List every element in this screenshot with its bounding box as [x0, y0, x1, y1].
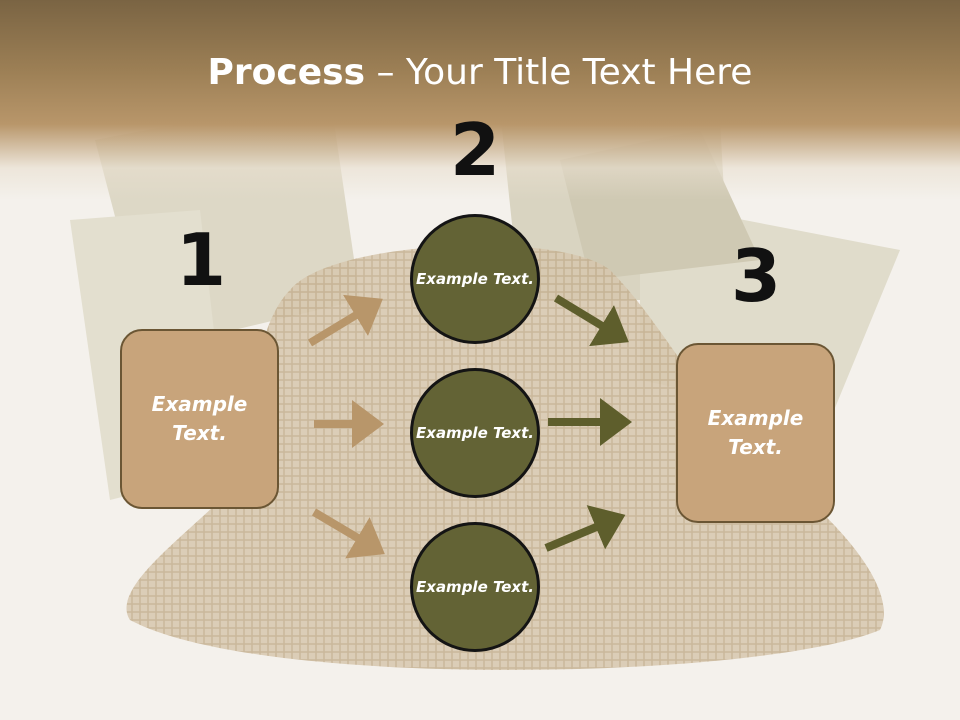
title-regular-part: – Your Title Text Here	[365, 52, 753, 93]
step-number-3: 3	[731, 234, 782, 318]
circle-top-text: Example Text.	[416, 269, 534, 288]
arrow-bottom-to-right	[544, 505, 626, 552]
step-number-2: 2	[450, 108, 501, 192]
circle-middle-text: Example Text.	[416, 423, 534, 442]
arrow-left-to-top	[307, 294, 383, 347]
arrow-left-to-bottom	[311, 508, 385, 559]
title-bold-part: Process	[207, 52, 366, 93]
step-number-1: 1	[176, 218, 227, 302]
circle-step-middle: Example Text.	[410, 368, 540, 498]
right-box-text: Example Text.	[707, 406, 804, 459]
slide-title: Process – Your Title Text Here	[0, 52, 960, 93]
circle-step-bottom: Example Text.	[410, 522, 540, 652]
circle-bottom-text: Example Text.	[416, 577, 534, 596]
right-process-box: Example Text.	[676, 343, 835, 523]
arrow-top-to-right	[553, 294, 629, 347]
left-process-box: Example Text.	[120, 329, 279, 509]
title-band	[0, 0, 960, 200]
circle-step-top: Example Text.	[410, 214, 540, 344]
left-box-text: Example Text.	[151, 392, 248, 445]
